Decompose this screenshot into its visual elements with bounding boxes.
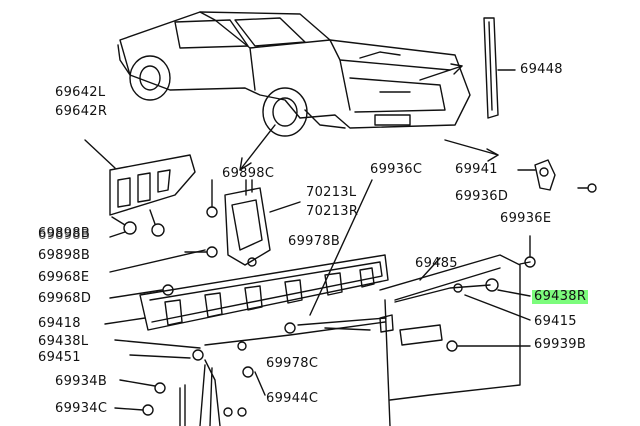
- label-69978c: 69978C: [266, 356, 319, 371]
- label-69936d: 69936D: [455, 189, 509, 204]
- label-69448: 69448: [520, 62, 563, 77]
- label-69451: 69451: [38, 350, 81, 365]
- label-69939b: 69939B: [534, 337, 587, 352]
- label-69418: 69418: [38, 316, 81, 331]
- label-69438r-highlighted[interactable]: 69438R: [532, 289, 589, 304]
- label-69934b: 69934B: [55, 374, 108, 389]
- label-69898b-a: 69898B: [38, 226, 91, 241]
- label-69642l: 69642L: [55, 85, 106, 100]
- label-69642r: 69642R: [55, 104, 108, 119]
- label-69898c: 69898C: [222, 166, 275, 181]
- part-69448-strip: [483, 17, 516, 119]
- bolts-left: [109, 179, 218, 299]
- label-69485: 69485: [415, 256, 458, 271]
- rods-and-clips: [114, 179, 387, 426]
- label-69936e: 69936E: [500, 211, 552, 226]
- label-69898b-row2: 69898B: [38, 248, 91, 263]
- label-70213l: 70213L: [306, 185, 357, 200]
- label-69978b: 69978B: [288, 234, 341, 249]
- part-69418-tailgate-panel: [104, 254, 389, 331]
- label-69941: 69941: [455, 162, 498, 177]
- part-69642-bracket: [84, 139, 196, 216]
- part-70213-hinge: [224, 179, 301, 267]
- direction-arrows: [239, 63, 499, 171]
- label-69968e: 69968E: [38, 270, 90, 285]
- label-69944c: 69944C: [266, 391, 319, 406]
- label-69415: 69415: [534, 314, 577, 329]
- pickup-truck-illustration: [117, 11, 471, 137]
- label-69934c: 69934C: [55, 401, 108, 416]
- label-69936c: 69936C: [370, 162, 423, 177]
- part-69941-latch: [517, 159, 597, 193]
- label-69438l: 69438L: [38, 334, 89, 349]
- part-69485-tailgate: [379, 235, 536, 426]
- label-70213r: 70213R: [306, 204, 359, 219]
- label-69898b-b: 69898B: [38, 228, 91, 243]
- label-69968d: 69968D: [38, 291, 92, 306]
